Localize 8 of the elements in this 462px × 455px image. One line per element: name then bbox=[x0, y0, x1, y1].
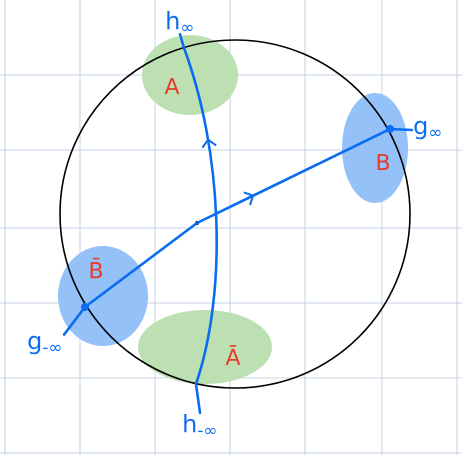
endpoint-label: g$_{-∞}$ bbox=[28, 336, 61, 354]
endpoint-label: g$_{∞}$ bbox=[414, 120, 441, 140]
shaded-region: A bbox=[142, 35, 238, 115]
endpoint-label: h$_{∞}$ bbox=[167, 11, 193, 32]
shaded-region: B bbox=[342, 93, 408, 203]
endpoint-label: h$_{-∞}$ bbox=[184, 414, 216, 434]
shaded-region: Ā bbox=[138, 310, 272, 384]
shaded-region: B̄ bbox=[58, 246, 148, 346]
